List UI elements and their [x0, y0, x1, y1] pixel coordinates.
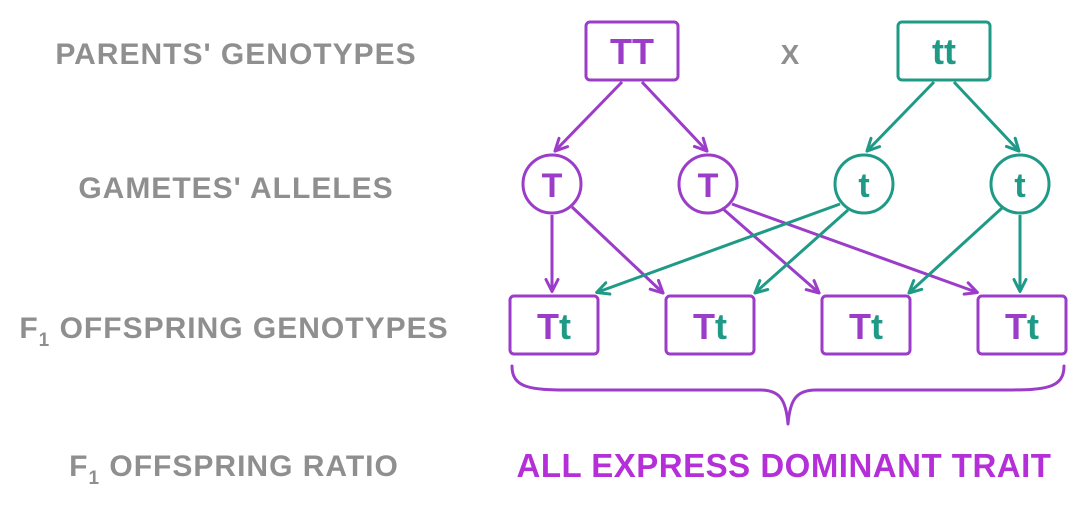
offspring-box-1	[508, 294, 600, 356]
offspring-genotype-2: Tt	[693, 306, 727, 347]
offspring-4-recessive-allele: t	[1027, 306, 1039, 347]
gamete-circle-4	[989, 153, 1051, 215]
arrow-gamete-3-to-offspring-3	[753, 208, 849, 295]
label-f1-offspring-ratio: F1 OFFSPRING RATIO	[69, 450, 399, 489]
offspring-box-2	[664, 294, 756, 356]
arrow-gamete-2-to-offspring-4	[731, 202, 979, 296]
gamete-circle-1	[521, 153, 583, 215]
arrow-parent-left-to-gamete-2	[640, 80, 709, 153]
offspring-1-dominant-allele: T	[537, 306, 559, 347]
f1-prefix: F	[19, 312, 38, 345]
offspring-box-4	[976, 294, 1068, 356]
label-f1-offspring-genotypes: F1 OFFSPRING GENOTYPES	[19, 312, 448, 351]
gamete-circle-2	[677, 153, 739, 215]
label-gametes-alleles: GAMETES' ALLELES	[78, 172, 393, 205]
offspring-genotype-3: Tt	[849, 306, 883, 347]
f1-subscript: 1	[39, 330, 51, 351]
arrow-gamete-2-to-offspring-3	[721, 206, 821, 295]
parent-box-right	[896, 20, 992, 82]
parent-genotype-left: TT	[610, 31, 654, 72]
offspring-2-recessive-allele: t	[715, 306, 727, 347]
f1-genotypes-text: OFFSPRING GENOTYPES	[50, 312, 448, 345]
f1-subscript-ratio: 1	[88, 468, 100, 489]
gamete-allele-1: T	[542, 167, 563, 205]
arrow-gamete-1-to-offspring-2	[570, 205, 665, 295]
offspring-1-recessive-allele: t	[559, 306, 571, 347]
offspring-ratio-result: ALL EXPRESS DOMINANT TRAIT	[517, 447, 1052, 484]
arrow-gamete-3-to-offspring-1	[595, 202, 841, 296]
f1-ratio-text: OFFSPRING RATIO	[100, 450, 399, 483]
gamete-circle-3	[833, 153, 895, 215]
grouping-brace	[510, 364, 1066, 426]
arrow-parent-left-to-gamete-1	[553, 80, 624, 153]
gamete-allele-2: T	[698, 167, 719, 205]
offspring-4-dominant-allele: T	[1005, 306, 1027, 347]
parent-box-left	[584, 20, 680, 82]
offspring-genotype-1: Tt	[537, 306, 571, 347]
offspring-genotype-4: Tt	[1005, 306, 1039, 347]
gamete-allele-3: t	[858, 167, 869, 205]
offspring-3-recessive-allele: t	[871, 306, 883, 347]
f1-prefix-ratio: F	[69, 450, 88, 483]
arrow-parent-right-to-gamete-3	[865, 80, 936, 153]
offspring-3-dominant-allele: T	[849, 306, 871, 347]
gamete-allele-4: t	[1014, 167, 1025, 205]
arrow-parent-right-to-gamete-4	[952, 80, 1021, 153]
label-parents-genotypes: PARENTS' GENOTYPES	[55, 38, 416, 71]
arrow-gamete-4-to-offspring-3	[907, 206, 1004, 295]
cross-symbol: X	[781, 39, 800, 70]
offspring-2-dominant-allele: T	[693, 306, 715, 347]
offspring-box-3	[820, 294, 912, 356]
parent-genotype-right: tt	[932, 31, 956, 72]
